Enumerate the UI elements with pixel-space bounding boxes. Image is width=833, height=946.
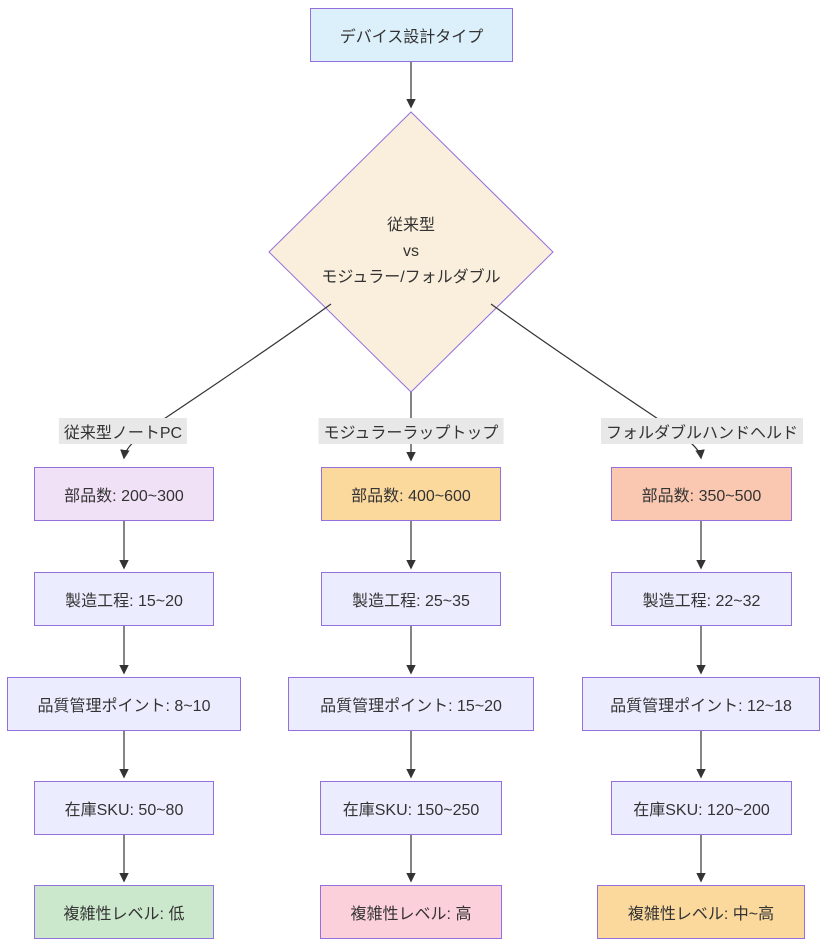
decision-line-2: vs: [403, 243, 419, 260]
node-root-device-design-type: デバイス設計タイプ: [310, 8, 513, 62]
node-label: 複雑性レベル: 中~高: [627, 906, 775, 923]
node-label: 品質管理ポイント: 8~10: [37, 698, 211, 715]
node-b2-qc-points: 品質管理ポイント: 15~20: [288, 677, 534, 731]
node-b1-parts-count: 部品数: 200~300: [34, 467, 214, 521]
node-label: 品質管理ポイント: 15~20: [320, 698, 502, 715]
node-label: 部品数: 200~300: [64, 488, 184, 505]
node-b3-qc-points: 品質管理ポイント: 12~18: [582, 677, 820, 731]
node-b3-parts-count: 部品数: 350~500: [611, 467, 792, 521]
node-b1-qc-points: 品質管理ポイント: 8~10: [7, 677, 241, 731]
node-label: 複雑性レベル: 高: [350, 906, 472, 923]
node-label: 在庫SKU: 120~200: [633, 802, 770, 819]
node-label: 製造工程: 22~32: [642, 593, 761, 610]
node-label: 複雑性レベル: 低: [63, 906, 185, 923]
decision-diamond-text: 従来型 vs モジュラー/フォルダブル: [281, 213, 541, 291]
node-b2-parts-count: 部品数: 400~600: [321, 467, 501, 521]
node-b2-complexity-level: 複雑性レベル: 高: [320, 885, 502, 939]
node-b1-manufacturing-steps: 製造工程: 15~20: [34, 572, 214, 626]
node-label: 在庫SKU: 150~250: [342, 802, 480, 819]
node-b3-manufacturing-steps: 製造工程: 22~32: [611, 572, 792, 626]
node-label: 品質管理ポイント: 12~18: [610, 698, 792, 715]
node-b3-complexity-level: 複雑性レベル: 中~高: [597, 885, 805, 939]
node-label: 部品数: 350~500: [641, 488, 762, 505]
decision-line-1: 従来型: [386, 217, 435, 234]
edge-label-foldable-handheld: フォルダブルハンドヘルド: [600, 418, 804, 444]
edge-label-traditional-laptop: 従来型ノートPC: [58, 418, 188, 444]
node-label: 在庫SKU: 50~80: [64, 802, 184, 819]
node-label: 部品数: 400~600: [351, 488, 471, 505]
node-label: 製造工程: 25~35: [352, 593, 470, 610]
node-b1-complexity-level: 複雑性レベル: 低: [34, 885, 214, 939]
node-b2-inventory-sku: 在庫SKU: 150~250: [320, 781, 502, 835]
node-b3-inventory-sku: 在庫SKU: 120~200: [611, 781, 792, 835]
node-b2-manufacturing-steps: 製造工程: 25~35: [321, 572, 501, 626]
decision-line-3: モジュラー/フォルダブル: [321, 269, 501, 286]
node-b1-inventory-sku: 在庫SKU: 50~80: [34, 781, 214, 835]
node-root-label: デバイス設計タイプ: [339, 29, 484, 46]
edge-label-modular-laptop: モジュラーラップトップ: [318, 418, 504, 444]
node-label: 製造工程: 15~20: [65, 593, 183, 610]
